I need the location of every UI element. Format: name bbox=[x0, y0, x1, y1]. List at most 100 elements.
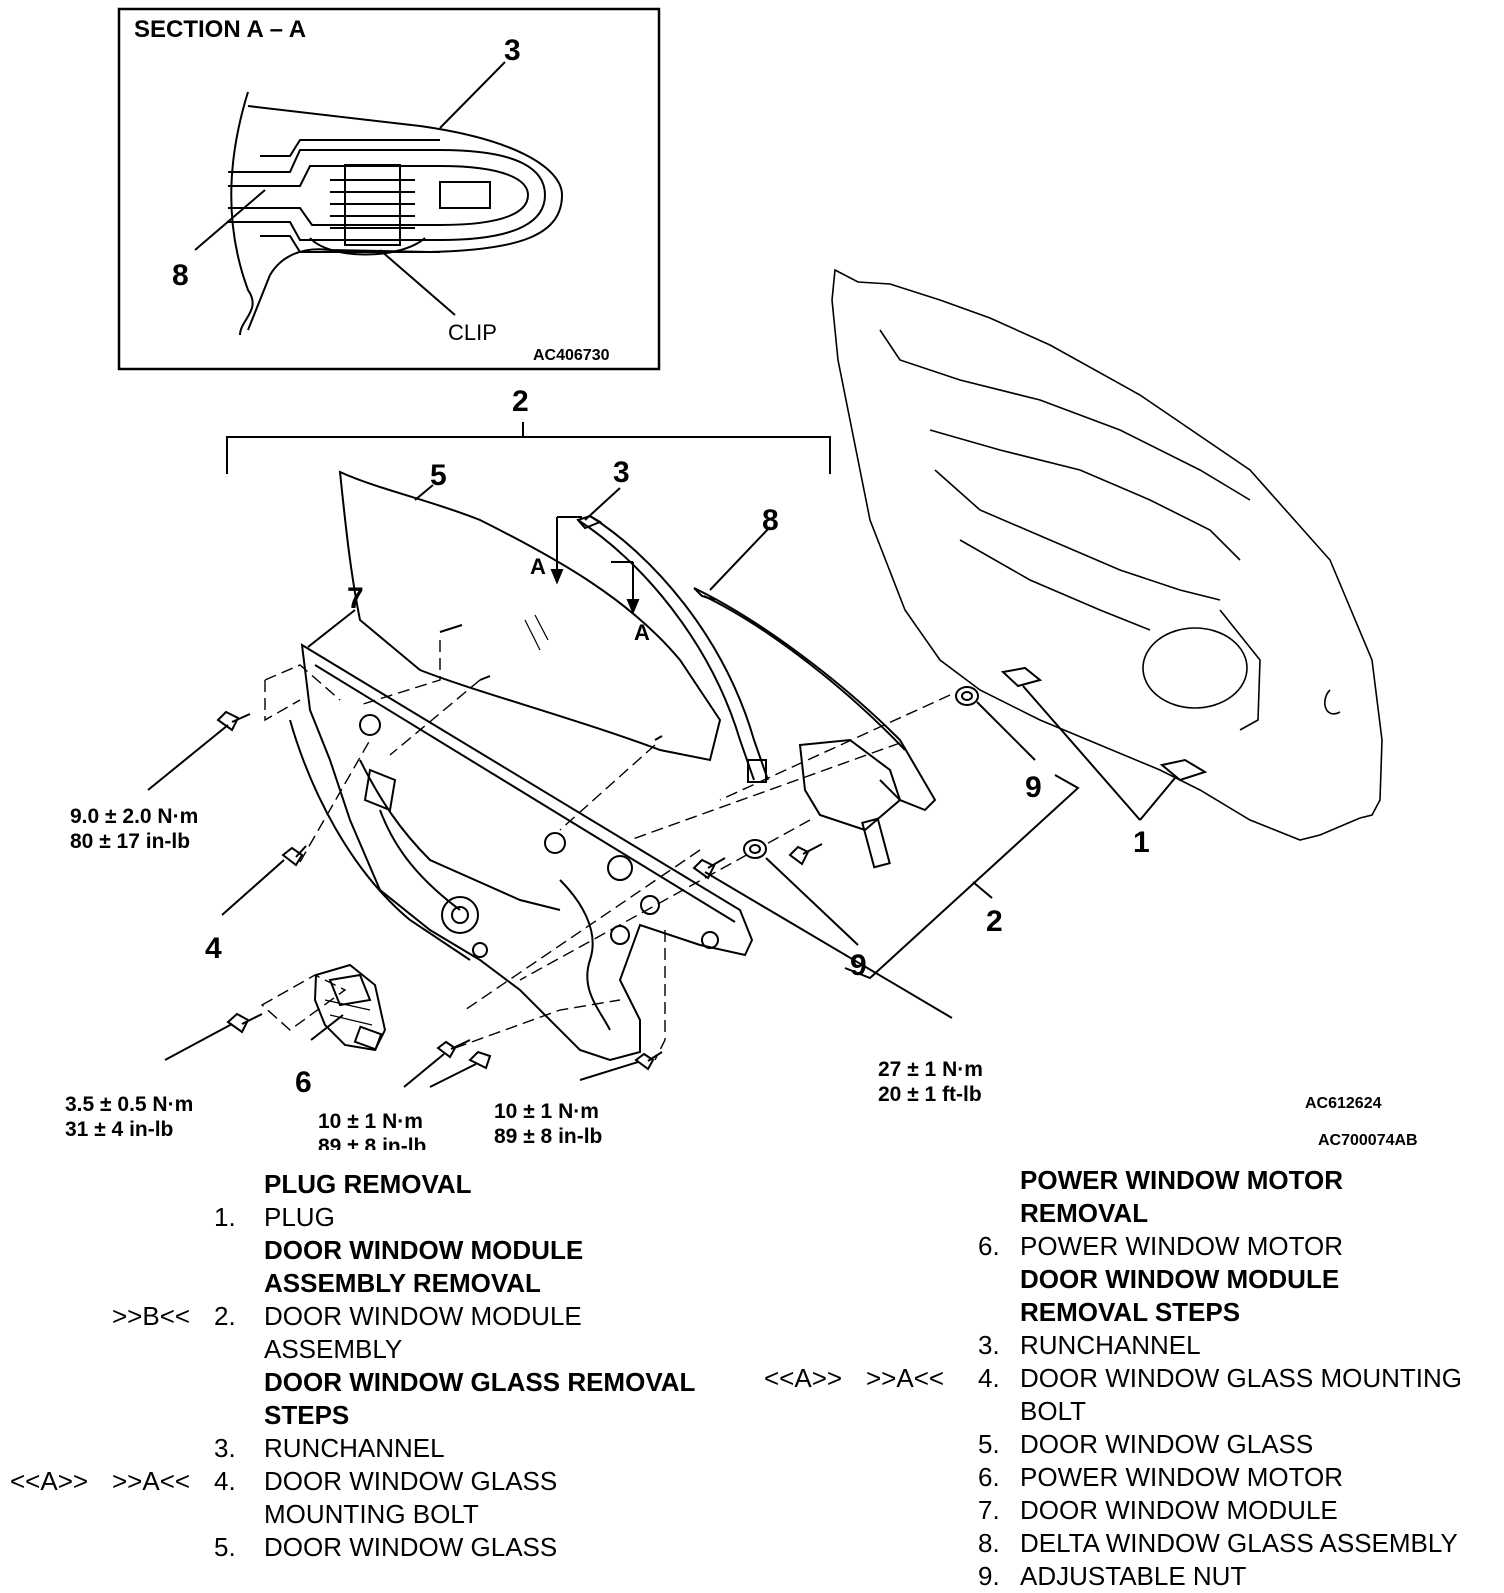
bolt-4 bbox=[281, 845, 307, 867]
step-mark-removal: >>A<< bbox=[112, 1466, 191, 1496]
step-text: PLUG REMOVAL bbox=[264, 1169, 472, 1199]
callout-9-lower: 9 bbox=[850, 949, 867, 982]
step-text: RUNCHANNEL bbox=[1020, 1330, 1201, 1360]
torque-4-metric: 10 ± 1 N·m bbox=[494, 1100, 599, 1123]
bolt-module-lower-1 bbox=[436, 1039, 471, 1059]
inset-callout-3: 3 bbox=[504, 34, 521, 67]
step-item: 1. PLUG bbox=[0, 1201, 740, 1234]
step-text: RUNCHANNEL bbox=[264, 1433, 445, 1463]
step-heading: REMOVAL bbox=[764, 1197, 1504, 1230]
section-inset: SECTION A – A 3 8 CLIP AC406730 bbox=[117, 7, 661, 371]
step-text: PLUG bbox=[264, 1202, 335, 1232]
step-number: 3. bbox=[978, 1330, 1000, 1360]
section-inset-title: SECTION A – A bbox=[134, 16, 306, 43]
torque-3-metric: 10 ± 1 N·m bbox=[318, 1110, 423, 1133]
fasteners bbox=[216, 686, 979, 1071]
torque-2-metric: 3.5 ± 0.5 N·m bbox=[65, 1093, 193, 1116]
section-arrows bbox=[550, 516, 640, 615]
inset-callout-8: 8 bbox=[172, 259, 189, 292]
step-text: ASSEMBLY REMOVAL bbox=[264, 1268, 541, 1298]
assembly-guide-lines bbox=[260, 640, 951, 1061]
bolt-delta-2 bbox=[788, 843, 823, 866]
step-number: 1. bbox=[214, 1202, 236, 1232]
step-number: 5. bbox=[214, 1532, 236, 1562]
step-text: POWER WINDOW MOTOR bbox=[1020, 1462, 1344, 1492]
clip-label: CLIP bbox=[448, 320, 497, 345]
step-item: 3.RUNCHANNEL bbox=[0, 1432, 740, 1465]
step-item: 3. RUNCHANNEL bbox=[764, 1329, 1504, 1362]
step-item: 5.DOOR WINDOW GLASS bbox=[764, 1428, 1504, 1461]
step-text: REMOVAL bbox=[1020, 1198, 1149, 1228]
step-item: ASSEMBLY bbox=[0, 1333, 740, 1366]
figure-code-main: AC612624 bbox=[1305, 1095, 1382, 1112]
step-item: MOUNTING BOLT bbox=[0, 1498, 740, 1531]
step-heading: POWER WINDOW MOTOR bbox=[764, 1164, 1504, 1197]
step-item: 8.DELTA WINDOW GLASS ASSEMBLY bbox=[764, 1527, 1504, 1560]
nut-module-lower bbox=[468, 1050, 492, 1070]
step-text: DOOR WINDOW MODULE bbox=[264, 1301, 582, 1331]
step-text: STEPS bbox=[264, 1400, 350, 1430]
bolt-motor bbox=[226, 1012, 263, 1034]
power-window-motor bbox=[313, 963, 387, 1052]
step-item: >>B<<2.DOOR WINDOW MODULE bbox=[0, 1300, 740, 1333]
step-heading: REMOVAL STEPS bbox=[764, 1296, 1504, 1329]
callout-6: 6 bbox=[295, 1066, 312, 1099]
figure-code-sheet: AC700074AB bbox=[1318, 1132, 1418, 1149]
step-number: 4. bbox=[214, 1466, 236, 1496]
step-heading: PLUG REMOVAL bbox=[0, 1168, 740, 1201]
callout-7: 7 bbox=[347, 582, 364, 615]
step-number: 5. bbox=[978, 1429, 1000, 1459]
section-a-marker-right: A bbox=[634, 620, 650, 645]
exploded-view-diagram: SECTION A – A 3 8 CLIP AC406730 bbox=[65, 7, 1418, 1150]
callout-2-top: 2 bbox=[512, 385, 529, 418]
step-number: 9. bbox=[978, 1561, 1000, 1591]
callout-1: 1 bbox=[1133, 826, 1150, 859]
step-number: 7. bbox=[978, 1495, 1000, 1525]
bracket-2-top bbox=[226, 422, 831, 474]
step-heading: ASSEMBLY REMOVAL bbox=[0, 1267, 740, 1300]
step-text: MOUNTING BOLT bbox=[264, 1499, 479, 1529]
door-inner-panel bbox=[831, 268, 1383, 841]
step-number: 8. bbox=[978, 1528, 1000, 1558]
step-item: 6. POWER WINDOW MOTOR bbox=[764, 1461, 1504, 1494]
step-number: 6. bbox=[978, 1462, 1000, 1492]
step-heading: DOOR WINDOW MODULE bbox=[764, 1263, 1504, 1296]
torque-5-imperial: 20 ± 1 ft-lb bbox=[878, 1083, 982, 1106]
door-window-glass bbox=[338, 470, 722, 762]
step-item: <<A>>>>A<<4.DOOR WINDOW GLASS MOUNTING bbox=[764, 1362, 1504, 1395]
callout-8: 8 bbox=[762, 504, 779, 537]
step-text: DOOR WINDOW GLASS REMOVAL bbox=[264, 1367, 696, 1397]
torque-3-imperial: 89 ± 8 in-lb bbox=[318, 1135, 426, 1150]
step-number: 4. bbox=[978, 1363, 1000, 1393]
step-heading: STEPS bbox=[0, 1399, 740, 1432]
plug-parts bbox=[1000, 666, 1208, 782]
step-mark-install: <<A>> bbox=[10, 1466, 89, 1496]
step-text: POWER WINDOW MOTOR bbox=[1020, 1165, 1344, 1195]
leader-lines bbox=[147, 484, 1176, 1088]
step-item: 7.DOOR WINDOW MODULE bbox=[764, 1494, 1504, 1527]
adjustable-nut-lower bbox=[743, 839, 767, 859]
step-item: 9.ADJUSTABLE NUT bbox=[764, 1560, 1504, 1593]
door-window-module bbox=[289, 643, 754, 1062]
step-item: 6.POWER WINDOW MOTOR bbox=[764, 1230, 1504, 1263]
delta-window-glass-assembly bbox=[693, 587, 937, 869]
step-text: DOOR WINDOW GLASS bbox=[264, 1466, 558, 1496]
callout-3: 3 bbox=[613, 456, 630, 489]
step-text: DOOR WINDOW GLASS bbox=[264, 1532, 558, 1562]
step-mark-install: <<A>> bbox=[764, 1363, 843, 1393]
callout-5: 5 bbox=[430, 459, 447, 492]
callout-2-right: 2 bbox=[986, 905, 1003, 938]
torque-1-imperial: 80 ± 17 in-lb bbox=[70, 830, 190, 853]
bolt-module-lower-2 bbox=[634, 1051, 663, 1071]
step-text: DOOR WINDOW GLASS MOUNTING bbox=[1020, 1363, 1462, 1393]
runchannel bbox=[576, 514, 769, 783]
step-text: DOOR WINDOW MODULE bbox=[264, 1235, 584, 1265]
step-number: 6. bbox=[978, 1231, 1000, 1261]
step-text: ASSEMBLY bbox=[264, 1334, 403, 1364]
step-number: 2. bbox=[214, 1301, 236, 1331]
callout-4: 4 bbox=[205, 932, 222, 965]
step-item: 5. DOOR WINDOW GLASS bbox=[0, 1531, 740, 1564]
step-item: <<A>> >>A<< 4. DOOR WINDOW GLASS bbox=[0, 1465, 740, 1498]
